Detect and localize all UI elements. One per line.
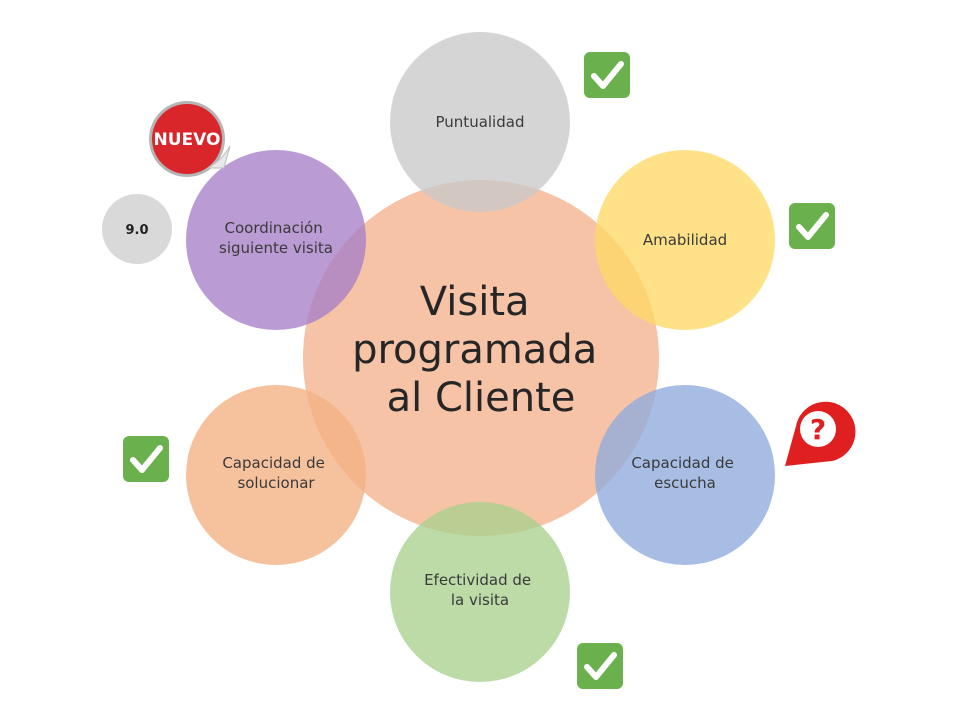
score-bubble: 9.0 [102,194,172,264]
node-puntualidad-label: Puntualidad [436,113,525,131]
node-capacidad-de-escucha-circle [595,385,775,565]
node-puntualidad-circle [390,32,570,212]
node-efectividad-de-la-visita-circle [390,502,570,682]
node-puntualidad: Puntualidad [390,32,570,212]
node-capacidad-de-escucha-label: Capacidad de escucha [631,454,738,492]
node-capacidad-de-solucionar-circle [186,385,366,565]
score-label: 9.0 [125,223,148,238]
node-coordinacion-siguiente-visita-circle [186,150,366,330]
check-icon [789,203,835,249]
check-icon [123,436,169,482]
node-coordinacion-siguiente-visita-label: Coordinación siguiente visita [219,219,333,257]
question-pin-icon: ? [785,401,856,466]
check-icon [584,52,630,98]
center-circle [303,180,659,536]
node-amabilidad: Amabilidad [595,150,775,330]
node-capacidad-de-solucionar: Capacidad de solucionar [186,385,366,565]
node-amabilidad-circle [595,150,775,330]
node-efectividad-de-la-visita-label: Efectividad de la visita [424,571,536,609]
question-mark: ? [810,413,826,446]
node-amabilidad-label: Amabilidad [643,231,727,249]
center-label: Visita programada al Cliente [352,279,610,421]
node-efectividad-de-la-visita: Efectividad de la visita [390,502,570,682]
node-capacidad-de-solucionar-label: Capacidad de solucionar [222,454,329,492]
nuevo-sticker: NUEVO [149,101,231,177]
node-coordinacion-siguiente-visita: Coordinación siguiente visita [186,150,366,330]
nuevo-label: NUEVO [154,130,221,150]
check-icon [577,643,623,689]
node-capacidad-de-escucha: Capacidad de escucha [595,385,775,565]
